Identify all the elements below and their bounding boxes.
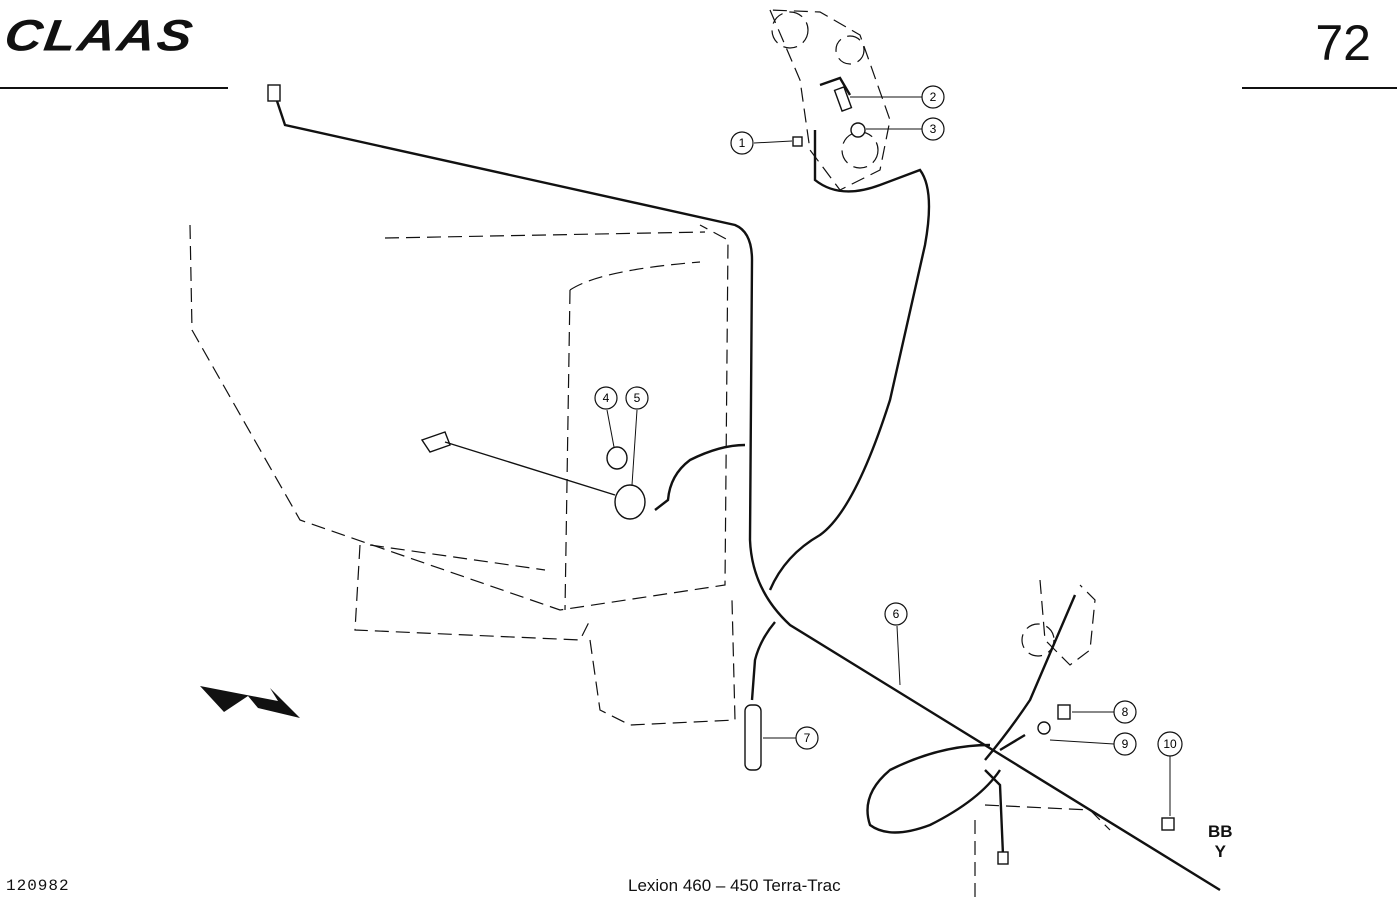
svg-text:3: 3 <box>930 122 937 136</box>
upper-branch <box>768 130 931 591</box>
callouts: 1 2 3 4 5 6 7 <box>594 85 1183 816</box>
svg-text:1: 1 <box>739 136 746 150</box>
switch-branch <box>999 733 1026 752</box>
float-sender-rod-end <box>420 431 451 453</box>
lower-connector-branch <box>984 769 1005 856</box>
svg-text:10: 10 <box>1163 737 1177 751</box>
top-bracket-hole-1 <box>771 11 809 49</box>
callout-10: 10 <box>1157 731 1183 816</box>
sender-branch <box>654 443 746 511</box>
main-harness <box>273 94 1221 892</box>
phantom-machine-outline <box>189 9 1111 900</box>
part-10-connector <box>1161 817 1175 831</box>
svg-text:8: 8 <box>1122 705 1129 719</box>
part-1-clip <box>792 136 803 147</box>
callout-3: 3 <box>866 117 945 141</box>
tank-outline <box>189 224 729 611</box>
callout-8: 8 <box>1072 700 1137 724</box>
right-mount-hole <box>1021 623 1055 657</box>
lower-box-front <box>354 544 591 641</box>
svg-text:5: 5 <box>634 391 641 405</box>
tank-inner-edge <box>564 289 571 611</box>
right-mount <box>1039 579 1096 666</box>
upper-branch-end <box>819 76 852 96</box>
callout-7: 7 <box>763 726 819 750</box>
lower-connector <box>997 851 1009 865</box>
callout-9: 9 <box>1049 732 1137 756</box>
connection-label: BB Y <box>1208 822 1233 862</box>
header-rule-right <box>1242 87 1397 89</box>
part-7-fuel-pump <box>744 704 762 771</box>
loop-branch <box>866 743 1001 834</box>
direction-arrow <box>200 686 300 718</box>
callout-1: 1 <box>730 131 793 155</box>
top-bracket <box>769 9 891 191</box>
lower-box-side <box>589 599 736 726</box>
right-mount-branch <box>984 594 1077 761</box>
tank-top-edge <box>384 231 706 239</box>
part-2-sensor <box>833 86 853 112</box>
part-4-gasket <box>606 446 628 470</box>
connector-top-left <box>267 84 281 102</box>
model-caption: Lexion 460 – 450 Terra-Trac <box>628 876 841 895</box>
part-8-clip <box>1057 704 1071 720</box>
part-3-nut <box>850 122 866 138</box>
header-rule-left <box>0 87 228 89</box>
svg-text:9: 9 <box>1122 737 1129 751</box>
components <box>267 84 1175 865</box>
svg-text:6: 6 <box>893 607 900 621</box>
lower-box-top <box>369 544 546 571</box>
pump-branch <box>750 621 776 701</box>
drawing-code: 120982 <box>6 877 70 895</box>
callout-5: 5 <box>625 386 649 486</box>
float-sender-rod <box>444 441 616 496</box>
page-number: 72 <box>1315 15 1371 71</box>
connection-label-line-2: Y <box>1214 842 1226 861</box>
svg-text:4: 4 <box>603 391 610 405</box>
top-bracket-hole-2 <box>835 35 865 65</box>
svg-text:7: 7 <box>804 731 811 745</box>
wire-harness <box>273 76 1221 892</box>
svg-text:2: 2 <box>930 90 937 104</box>
lower-right-box-top <box>984 804 1111 831</box>
connection-label-line-1: BB <box>1208 822 1233 841</box>
part-9-switch <box>1037 721 1051 735</box>
tank-inner-top <box>569 261 701 291</box>
callout-6: 6 <box>884 602 908 686</box>
callout-4: 4 <box>594 386 618 448</box>
callout-2: 2 <box>850 85 945 109</box>
part-5-fuel-level-sender <box>614 484 646 520</box>
